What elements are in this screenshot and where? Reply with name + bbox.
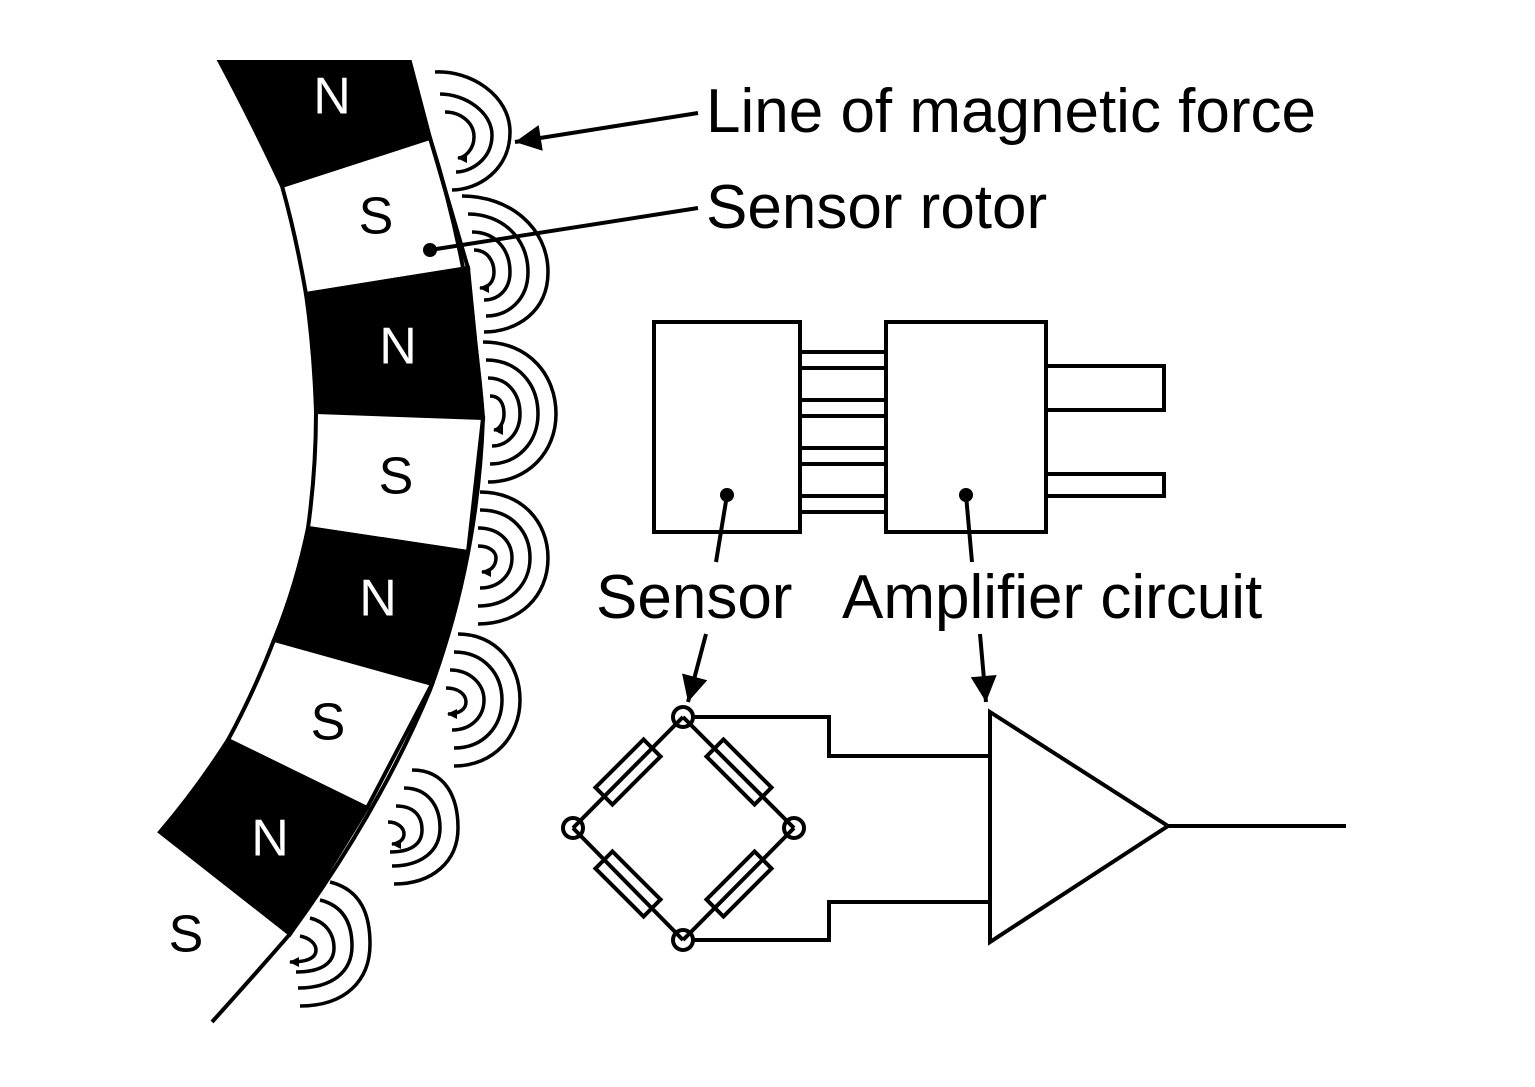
magnetic-force-lines — [289, 70, 558, 1008]
resistor — [703, 736, 775, 808]
label-sensor-rotor: Sensor rotor — [706, 173, 1047, 242]
force-loop-group — [434, 70, 512, 192]
bridge-circuit — [561, 705, 806, 952]
label-amplifier-circuit: Amplifier circuit — [842, 563, 1262, 632]
rotor-segment-n-4 — [157, 737, 370, 937]
pole-label: N — [379, 318, 417, 376]
connector-lead — [798, 398, 888, 418]
label-line-of-magnetic-force: Line of magnetic force — [706, 77, 1316, 146]
force-loop-group — [477, 490, 550, 626]
force-loop-group — [289, 880, 372, 1008]
force-loop-group — [445, 632, 522, 768]
wire-lower — [693, 900, 990, 942]
amplifier-block — [884, 320, 1048, 534]
leader-dot — [423, 243, 437, 257]
leader-line-magnetic-force — [514, 111, 699, 151]
sensor-block — [652, 320, 802, 534]
connector-lead — [798, 350, 888, 370]
force-loop-group — [461, 194, 550, 334]
bridge-terminal — [782, 816, 806, 840]
pole-label: N — [359, 570, 397, 628]
bridge-terminal — [561, 816, 585, 840]
leader-line-sensor — [714, 494, 729, 563]
pole-label: N — [251, 810, 289, 868]
amplifier-symbol — [988, 708, 1346, 946]
sensor-package — [652, 320, 1166, 563]
connector-lead — [798, 494, 888, 514]
pole-label: S — [379, 448, 414, 506]
pole-label: S — [169, 906, 204, 964]
output-pin — [1044, 364, 1166, 412]
leader-line-sensor-rotor — [429, 206, 699, 252]
arrow-to-amplifier — [970, 633, 997, 703]
connector-lead — [798, 446, 888, 466]
output-pin — [1044, 472, 1166, 498]
force-loop-group — [387, 768, 460, 886]
resistor — [703, 848, 775, 920]
wire-upper — [693, 715, 990, 758]
sensor-rotor: N S N S N S N S — [157, 60, 486, 1024]
pole-label: N — [313, 68, 351, 126]
pole-label: S — [311, 694, 346, 752]
resistor — [592, 736, 664, 808]
pole-label: S — [359, 188, 394, 246]
top-leaders — [423, 111, 699, 257]
force-loop-group — [482, 340, 558, 484]
resistor — [592, 848, 664, 920]
arrow-to-bridge — [682, 633, 708, 703]
label-sensor: Sensor — [596, 563, 792, 632]
leader-line-amplifier — [964, 494, 974, 563]
rotor-outer-edge — [210, 137, 486, 1024]
